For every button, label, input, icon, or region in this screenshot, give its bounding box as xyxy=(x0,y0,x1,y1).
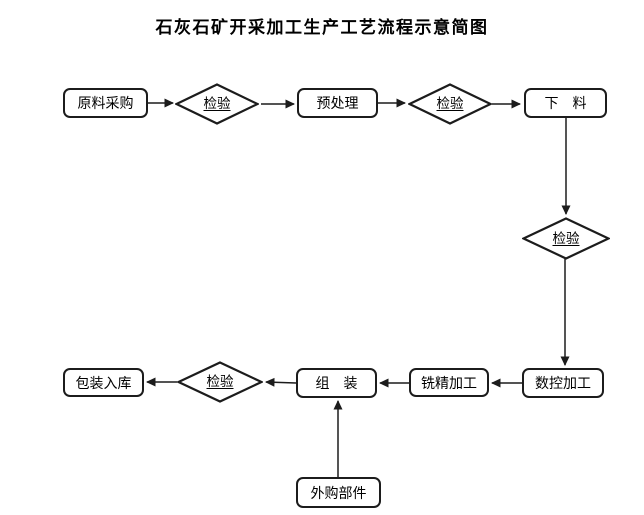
node-label: 检验 xyxy=(203,96,231,112)
diamond-shape xyxy=(522,217,610,260)
node-pretreatment: 预处理 xyxy=(297,88,378,118)
diamond-shape xyxy=(177,361,263,403)
node-label: 原料采购 xyxy=(77,95,134,111)
node-label: 检验 xyxy=(206,374,234,390)
node-label: 数控加工 xyxy=(535,375,591,391)
node-inspection-2: 检验 xyxy=(408,83,492,125)
diamond-shape xyxy=(175,83,259,125)
node-cnc-machining: 数控加工 xyxy=(522,368,604,398)
node-blanking: 下 料 xyxy=(524,88,607,118)
node-inspection-1: 检验 xyxy=(175,83,259,125)
node-label: 外购部件 xyxy=(310,484,367,501)
node-label: 下 料 xyxy=(544,95,587,111)
node-inspection-3: 检验 xyxy=(522,217,610,260)
node-inspection-4: 检验 xyxy=(177,361,263,403)
node-label: 预处理 xyxy=(316,95,359,111)
node-label: 组 装 xyxy=(315,375,358,391)
node-purchased-parts: 外购部件 xyxy=(296,477,381,508)
node-label: 铣精加工 xyxy=(421,374,477,391)
node-packaging-storage: 包装入库 xyxy=(63,368,144,397)
diagram-title: 石灰石矿开采加工生产工艺流程示意简图 xyxy=(155,18,489,37)
diamond-shape xyxy=(408,83,492,125)
node-label: 检验 xyxy=(436,96,464,112)
node-label: 检验 xyxy=(552,230,580,246)
node-assembly: 组 装 xyxy=(296,368,377,398)
node-milling-finishing: 铣精加工 xyxy=(409,368,489,397)
node-raw-material-purchase: 原料采购 xyxy=(63,88,148,118)
node-label: 包装入库 xyxy=(75,374,132,391)
